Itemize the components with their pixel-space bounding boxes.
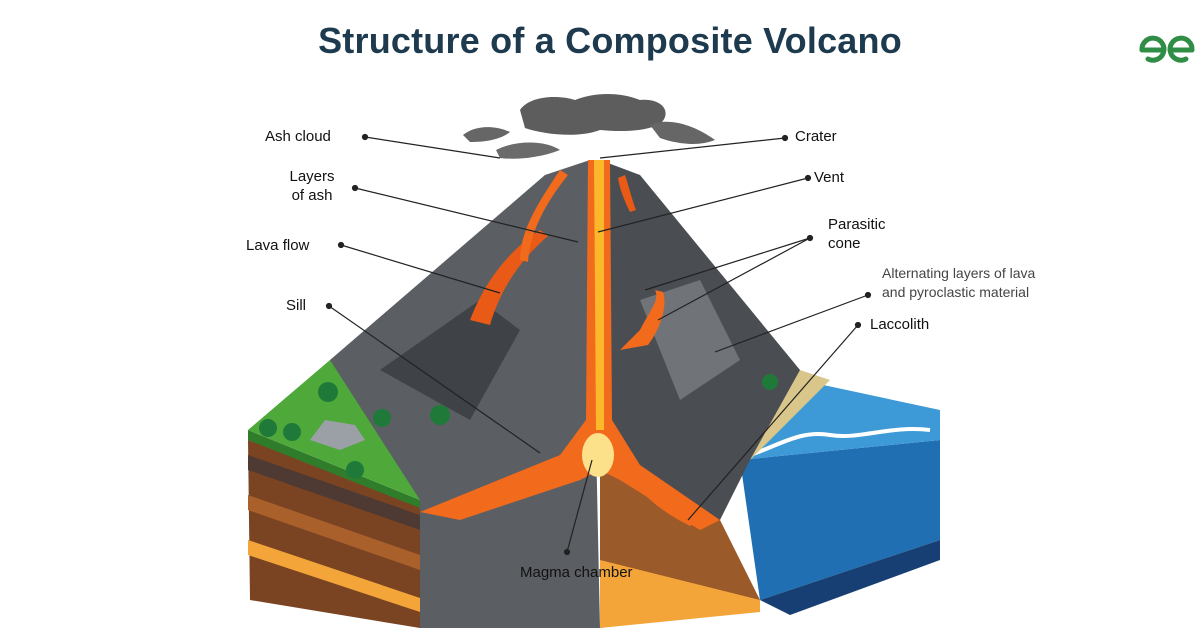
label-ash-cloud: Ash cloud bbox=[265, 128, 331, 145]
label-layers-of-ash: Layers of ash bbox=[282, 167, 342, 205]
label-crater: Crater bbox=[795, 128, 837, 145]
label-layers-of-ash-line2: of ash bbox=[291, 187, 333, 204]
volcano-cone bbox=[330, 160, 800, 628]
ocean-block bbox=[720, 370, 940, 615]
label-alternating-layers: Alternating layers of lava and pyroclast… bbox=[882, 264, 1035, 302]
label-layers-of-ash-line1: Layers bbox=[289, 168, 335, 185]
ash-cloud-shape bbox=[463, 94, 715, 159]
label-vent: Vent bbox=[814, 169, 845, 186]
label-sill: Sill bbox=[286, 297, 307, 314]
leader-lines bbox=[325, 133, 872, 556]
label-parasitic-cone-line1: Parasitic bbox=[828, 216, 886, 233]
label-parasitic-cone-line2: cone bbox=[828, 235, 861, 252]
label-parasitic-cone: Parasitic cone bbox=[828, 215, 886, 253]
label-alternating-layers-line1: Alternating layers of lava bbox=[882, 265, 1036, 281]
magma-system bbox=[420, 160, 720, 530]
label-magma-chamber: Magma chamber bbox=[520, 564, 633, 581]
label-alternating-layers-line2: and pyroclastic material bbox=[882, 284, 1030, 300]
trees bbox=[259, 374, 778, 479]
page-title: Structure of a Composite Volcano bbox=[318, 20, 902, 61]
label-laccolith: Laccolith bbox=[870, 316, 930, 333]
label-lava-flow: Lava flow bbox=[246, 237, 310, 254]
geeksforgeeks-logo-icon bbox=[1139, 35, 1195, 63]
